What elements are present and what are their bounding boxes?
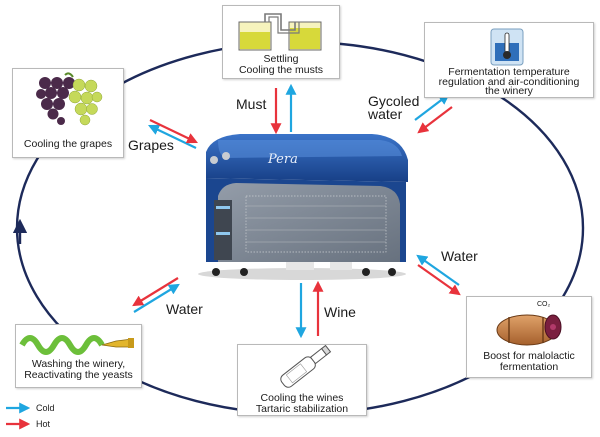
flow-label-glycoled: Gycoled water	[368, 93, 420, 122]
stage-wines: Cooling the wines Tartaric stabilization	[237, 344, 367, 416]
flow-label-glycoled-line2: water	[368, 106, 403, 122]
fermentation-line1: Fermentation temperature	[448, 66, 570, 78]
washing-line1: Washing the winery,	[31, 358, 126, 370]
legend-hot-label: Hot	[36, 419, 51, 429]
flow-label-water-right: Water	[441, 248, 478, 264]
chiller-machine: Pera	[198, 134, 408, 280]
stage-malolactic: CO₂ Boost for malolactic fermentation	[466, 296, 592, 378]
glycoled-hot-arrow	[417, 106, 453, 134]
fermentation-line2: regulation and air-conditioning	[438, 75, 580, 88]
stage-fermentation: Fermentation temperature regulation and …	[424, 22, 594, 98]
flow-label-wine: Wine	[324, 304, 356, 320]
wine-bottle-icon	[280, 345, 332, 388]
grapes-caption: Cooling the grapes	[23, 138, 113, 150]
flow-label-water-left: Water	[166, 301, 203, 317]
malolactic-line2: fermentation	[499, 361, 559, 373]
settling-title: Settling	[263, 53, 299, 65]
malolactic-line1: Boost for malolactic	[483, 350, 575, 362]
grapes-hot-arrow	[149, 119, 198, 144]
stage-grapes: Cooling the grapes	[12, 68, 124, 158]
thermometer-glass-icon	[490, 28, 524, 66]
machine-brand-logo: Pera	[267, 152, 298, 167]
fermentation-line3: the winery	[485, 85, 533, 97]
legend-cold-label: Cold	[36, 403, 55, 413]
glycoled-cold-arrow	[414, 93, 450, 121]
washing-line2: Reactivating the yeasts	[24, 369, 133, 381]
settling-tanks-icon	[238, 13, 322, 51]
flow-label-must: Must	[236, 96, 267, 112]
water-right-hot-arrow	[417, 264, 461, 296]
flow-label-grapes: Grapes	[128, 137, 174, 153]
barrel-icon	[496, 314, 562, 346]
grapes-icon	[36, 72, 103, 126]
co2-label: CO₂	[537, 301, 551, 308]
stage-settling: Settling Cooling the musts	[222, 5, 340, 79]
wines-line2: Tartaric stabilization	[255, 403, 349, 415]
settling-subtitle: Cooling the musts	[238, 64, 324, 76]
stage-washing: Washing the winery, Reactivating the yea…	[15, 324, 142, 388]
grapes-cold-arrow	[148, 124, 197, 149]
hose-icon	[19, 335, 134, 355]
water-right-cold-arrow	[416, 254, 460, 286]
flow-label-glycoled-line1: Gycoled	[368, 93, 420, 109]
wines-line1: Cooling the wines	[260, 392, 344, 404]
water-left-hot-arrow	[132, 277, 179, 307]
water-left-cold-arrow	[133, 283, 180, 313]
